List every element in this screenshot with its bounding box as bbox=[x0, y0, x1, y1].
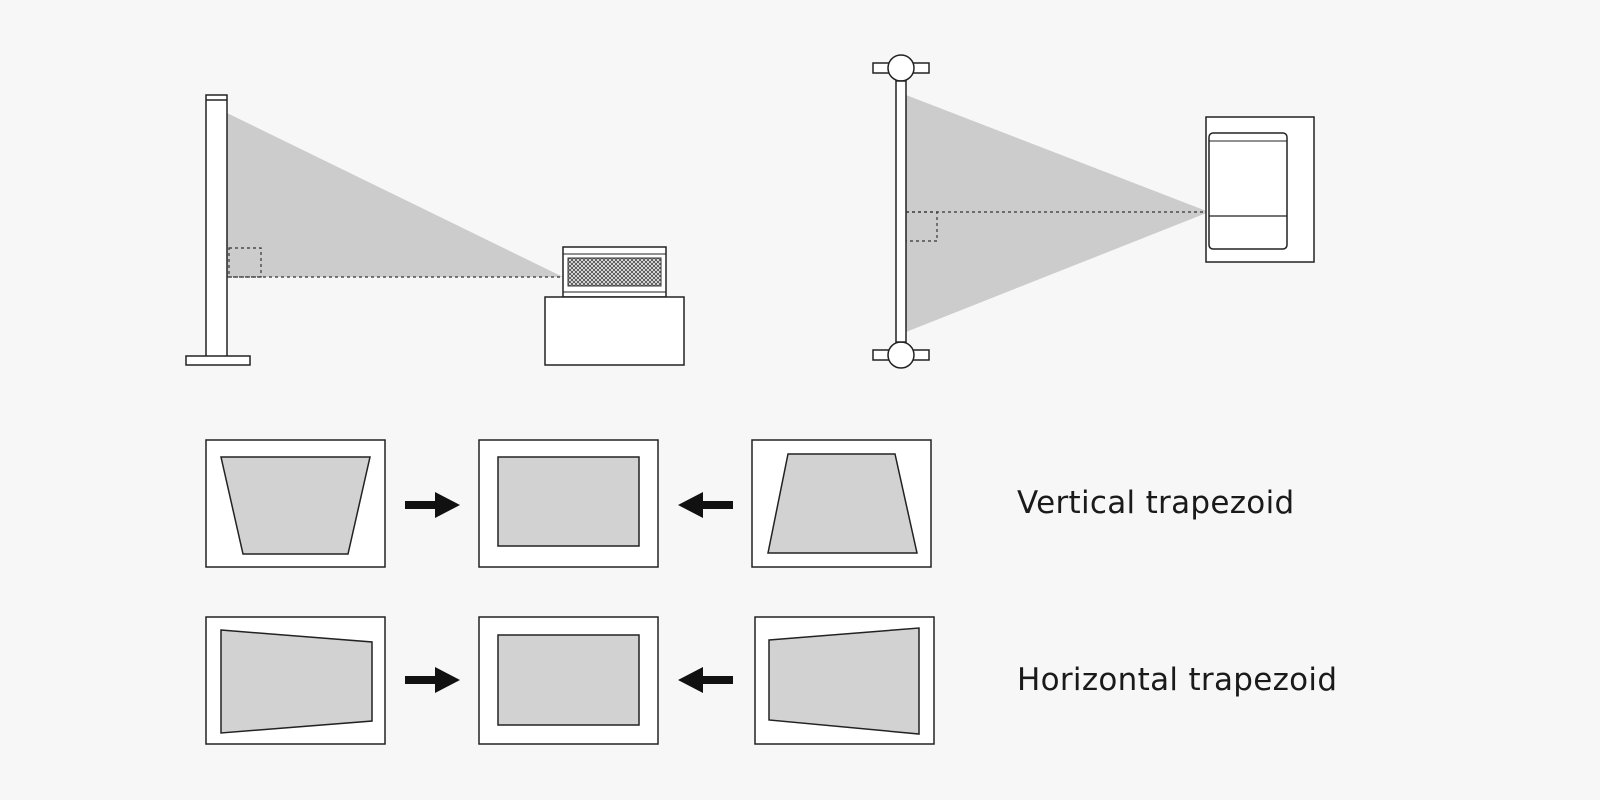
horizontal-corrected-rect bbox=[478, 616, 659, 745]
arrow-icon bbox=[405, 667, 460, 693]
side-projection-beam bbox=[227, 113, 563, 277]
arrow-icon bbox=[678, 492, 733, 518]
vertical-distorted-bottom-wide bbox=[751, 439, 932, 568]
horizontal-trapezoid-row: Horizontal trapezoid bbox=[205, 616, 1337, 745]
arrow-icon bbox=[405, 492, 460, 518]
vertical-corrected-rect bbox=[478, 439, 659, 568]
vertical-distorted-top-wide bbox=[205, 439, 386, 568]
top-view-illustration bbox=[872, 54, 1315, 369]
screen-bottom-roller bbox=[872, 341, 930, 369]
top-projection-beam bbox=[906, 95, 1209, 332]
side-screen-base bbox=[185, 355, 251, 366]
projector-icon bbox=[562, 246, 667, 298]
projector-top-view bbox=[1205, 116, 1315, 263]
side-screen-pole bbox=[205, 94, 228, 358]
arrow-icon bbox=[678, 667, 733, 693]
vertical-trapezoid-row: Vertical trapezoid bbox=[205, 439, 1294, 568]
horizontal-distorted-left-tall bbox=[205, 616, 386, 745]
horizontal-distorted-right-tall bbox=[754, 616, 935, 745]
projector-stand-box bbox=[544, 296, 685, 366]
side-view-illustration bbox=[185, 94, 685, 366]
projector-grille bbox=[567, 257, 662, 287]
vertical-trapezoid-label: Vertical trapezoid bbox=[1017, 485, 1294, 521]
horizontal-trapezoid-label: Horizontal trapezoid bbox=[1017, 662, 1337, 698]
screen-top-roller bbox=[872, 54, 930, 82]
screen-icon bbox=[895, 80, 907, 343]
